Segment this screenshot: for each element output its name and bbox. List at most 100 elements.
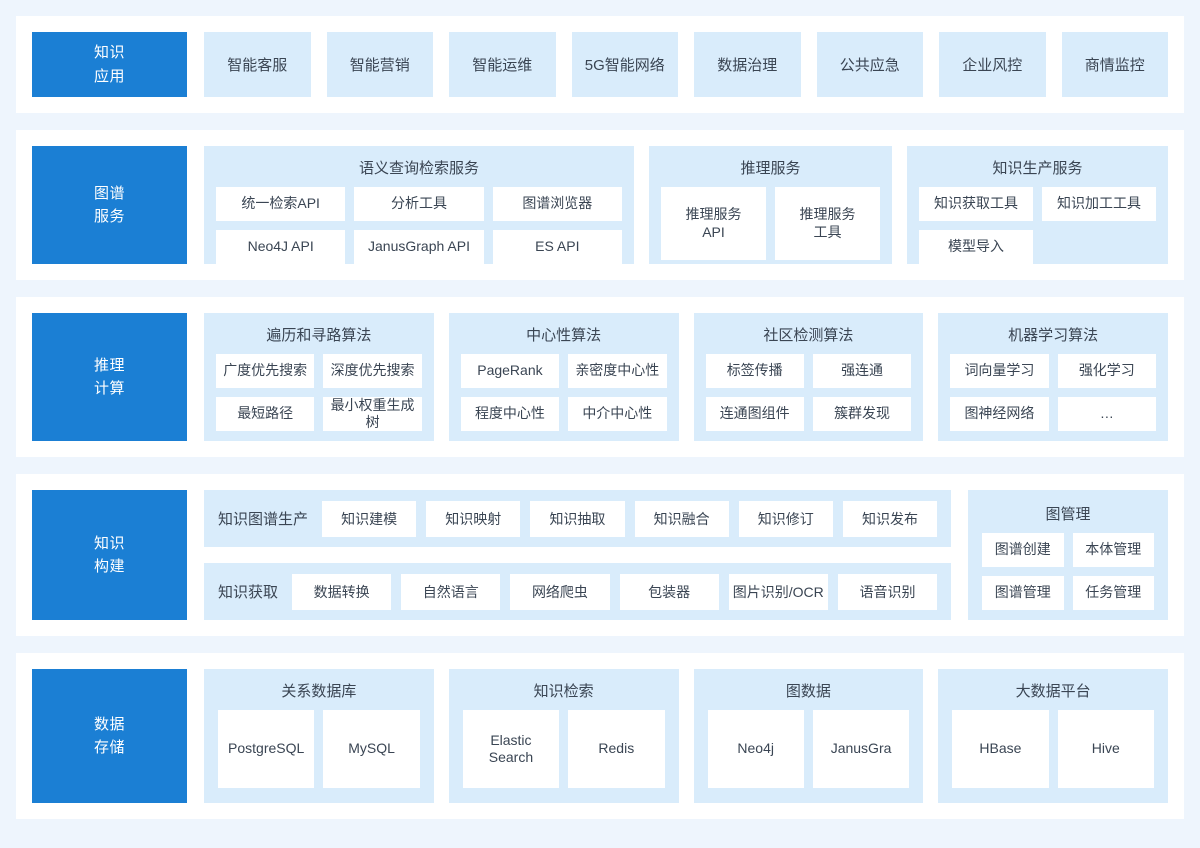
side-label-line-1: 知识: [93, 44, 125, 62]
strip-label: 知识获取: [218, 584, 279, 601]
side-label-line-2: 服务: [93, 208, 125, 225]
app-tile-6[interactable]: 企业风控: [939, 32, 1046, 97]
chip-unified-search-api[interactable]: 统一检索API: [216, 187, 346, 221]
chip-bfs[interactable]: 广度优先搜索: [216, 354, 315, 388]
chip-betweenness-centrality[interactable]: 中介中心性: [568, 397, 667, 431]
row-graph-services: 图谱 服务 语义查询检索服务 统一检索API 分析工具 图谱浏览器 Neo4J …: [16, 130, 1184, 280]
app-tile-1[interactable]: 智能营销: [326, 32, 433, 97]
chip-speech-recognition[interactable]: 语音识别: [837, 573, 938, 610]
chip-list: 词向量学习 强化学习 图神经网络 …: [950, 354, 1156, 431]
group-title: 关系数据库: [281, 683, 357, 700]
chip-list: PostgreSQL MySQL: [218, 710, 420, 789]
chip-cluster-discovery[interactable]: 簇群发现: [812, 397, 912, 431]
chip-degree-centrality[interactable]: 程度中心性: [460, 397, 560, 431]
chip-pagerank[interactable]: PageRank: [460, 354, 560, 388]
group-title: 机器学习算法: [1008, 327, 1099, 344]
chip-shortest-path[interactable]: 最短路径: [216, 397, 315, 431]
chip-dfs[interactable]: 深度优先搜索: [323, 354, 422, 388]
group-graph-management: 图管理 图谱创建 本体管理 图谱管理 任务管理: [968, 490, 1168, 620]
chip-list: PageRank 亲密度中心性 程度中心性 中介中心性: [460, 354, 667, 431]
chip-elasticsearch[interactable]: Elastic Search: [462, 710, 560, 788]
chip-knowledge-mapping[interactable]: 知识映射: [426, 500, 521, 537]
chip-connected-components[interactable]: 连通图组件: [705, 397, 804, 431]
side-label-data-storage[interactable]: 数据 存储: [32, 669, 187, 803]
group-title: 图管理: [1045, 506, 1091, 523]
chip-list: 标签传播 强连通 连通图组件 簇群发现: [705, 354, 912, 431]
chip-postgresql[interactable]: PostgreSQL: [218, 710, 315, 788]
app-tile-7[interactable]: 商情监控: [1061, 32, 1168, 97]
chip-task-management[interactable]: 任务管理: [1072, 576, 1154, 610]
chip-list: 广度优先搜索 深度优先搜索 最短路径 最小权重生成树: [216, 354, 422, 431]
chip-data-conversion[interactable]: 数据转换: [292, 573, 392, 610]
app-tile-0[interactable]: 智能客服: [204, 32, 311, 97]
chip-image-recognition-ocr[interactable]: 图片识别/OCR: [728, 573, 828, 610]
chip-list: 知识获取工具 知识加工工具 模型导入: [919, 187, 1156, 264]
chip-graph-browser[interactable]: 图谱浏览器: [492, 187, 622, 221]
chip-word-embedding[interactable]: 词向量学习: [950, 354, 1049, 388]
chip-neo4j-api[interactable]: Neo4J API: [216, 230, 346, 264]
chip-closeness-centrality[interactable]: 亲密度中心性: [568, 354, 667, 388]
chip-web-crawler[interactable]: 网络爬虫: [510, 573, 610, 610]
chip-mysql[interactable]: MySQL: [323, 710, 420, 788]
algorithm-groups: 遍历和寻路算法 广度优先搜索 深度优先搜索 最短路径 最小权重生成树 中心性算法…: [204, 313, 1168, 441]
group-centrality: 中心性算法 PageRank 亲密度中心性 程度中心性 中介中心性: [448, 313, 679, 441]
graph-service-groups: 语义查询检索服务 统一检索API 分析工具 图谱浏览器 Neo4J API Ja…: [204, 146, 1168, 264]
chip-analysis-tool[interactable]: 分析工具: [354, 187, 484, 221]
side-label-line-2: 存储: [93, 739, 125, 756]
side-label-line-1: 推理: [93, 356, 125, 374]
chip-label-propagation[interactable]: 标签传播: [705, 354, 804, 388]
group-graph-data: 图数据 Neo4j JanusGra: [693, 669, 924, 803]
chip-wrapper[interactable]: 包装器: [619, 573, 719, 610]
app-tile-5[interactable]: 公共应急: [816, 32, 923, 97]
side-label-line-2: 计算: [93, 380, 125, 397]
group-knowledge-retrieval: 知识检索 Elastic Search Redis: [448, 669, 679, 803]
chip-ontology-management[interactable]: 本体管理: [1072, 533, 1154, 567]
chip-knowledge-acquisition-tool[interactable]: 知识获取工具: [919, 187, 1033, 221]
chip-graph-creation[interactable]: 图谱创建: [982, 533, 1064, 567]
strip-knowledge-acquisition: 知识获取 数据转换 自然语言 网络爬虫 包装器 图片识别/OCR 语音识别: [204, 563, 951, 620]
chip-natural-language[interactable]: 自然语言: [401, 573, 501, 610]
side-label-graph-services[interactable]: 图谱 服务: [32, 146, 187, 264]
chip-hive[interactable]: Hive: [1057, 710, 1154, 788]
chip-janusgraph[interactable]: JanusGra: [812, 710, 910, 788]
chip-neo4j[interactable]: Neo4j: [707, 710, 804, 788]
knowledge-construction-strips: 知识图谱生产 知识建模 知识映射 知识抽取 知识融合 知识修订 知识发布 知识获…: [204, 490, 951, 620]
side-label-line-2: 应用: [93, 67, 125, 85]
group-title: 大数据平台: [1015, 683, 1091, 700]
chip-knowledge-processing-tool[interactable]: 知识加工工具: [1042, 187, 1156, 221]
side-label-line-1: 数据: [93, 715, 125, 733]
chip-strongly-connected[interactable]: 强连通: [812, 354, 912, 388]
chip-knowledge-revision[interactable]: 知识修订: [738, 500, 833, 537]
chip-knowledge-publishing[interactable]: 知识发布: [842, 500, 938, 537]
row-knowledge-application: 知识 应用 智能客服 智能营销 智能运维 5G智能网络 数据治理 公共应急 企业…: [16, 16, 1184, 113]
group-big-data-platform: 大数据平台 HBase Hive: [938, 669, 1168, 803]
chip-ellipsis[interactable]: …: [1057, 397, 1156, 431]
group-title: 遍历和寻路算法: [266, 327, 372, 344]
app-tile-2[interactable]: 智能运维: [449, 32, 556, 97]
side-label-knowledge-application[interactable]: 知识 应用: [32, 32, 187, 97]
chip-reasoning-service-api[interactable]: 推理服务 API: [661, 187, 766, 260]
chip-graph-management[interactable]: 图谱管理: [982, 576, 1064, 610]
app-tile-4[interactable]: 数据治理: [694, 32, 801, 97]
chip-knowledge-modeling[interactable]: 知识建模: [322, 500, 417, 537]
chip-hbase[interactable]: HBase: [952, 710, 1049, 788]
side-label-knowledge-construction[interactable]: 知识 构建: [32, 490, 187, 620]
chip-reasoning-service-tool[interactable]: 推理服务 工具: [775, 187, 880, 260]
chip-graph-neural-network[interactable]: 图神经网络: [950, 397, 1049, 431]
chip-model-import[interactable]: 模型导入: [919, 230, 1033, 264]
row-data-storage: 数据 存储 关系数据库 PostgreSQL MySQL 知识检索 Elasti…: [16, 653, 1184, 819]
side-label-line-2: 构建: [93, 558, 125, 575]
side-label-line-1: 图谱: [93, 184, 125, 202]
chip-es-api[interactable]: ES API: [492, 230, 622, 264]
chip-list: HBase Hive: [952, 710, 1154, 789]
chip-knowledge-fusion[interactable]: 知识融合: [634, 500, 729, 537]
chip-list: 图谱创建 本体管理 图谱管理 任务管理: [982, 533, 1154, 610]
chip-knowledge-extraction[interactable]: 知识抽取: [530, 500, 625, 537]
chip-redis[interactable]: Redis: [568, 710, 665, 788]
app-tile-3[interactable]: 5G智能网络: [571, 32, 678, 97]
chip-reinforcement-learning[interactable]: 强化学习: [1057, 354, 1156, 388]
side-label-reasoning-compute[interactable]: 推理 计算: [32, 313, 187, 441]
chip-minimum-spanning-tree[interactable]: 最小权重生成树: [323, 397, 422, 431]
chip-janusgraph-api[interactable]: JanusGraph API: [354, 230, 484, 264]
